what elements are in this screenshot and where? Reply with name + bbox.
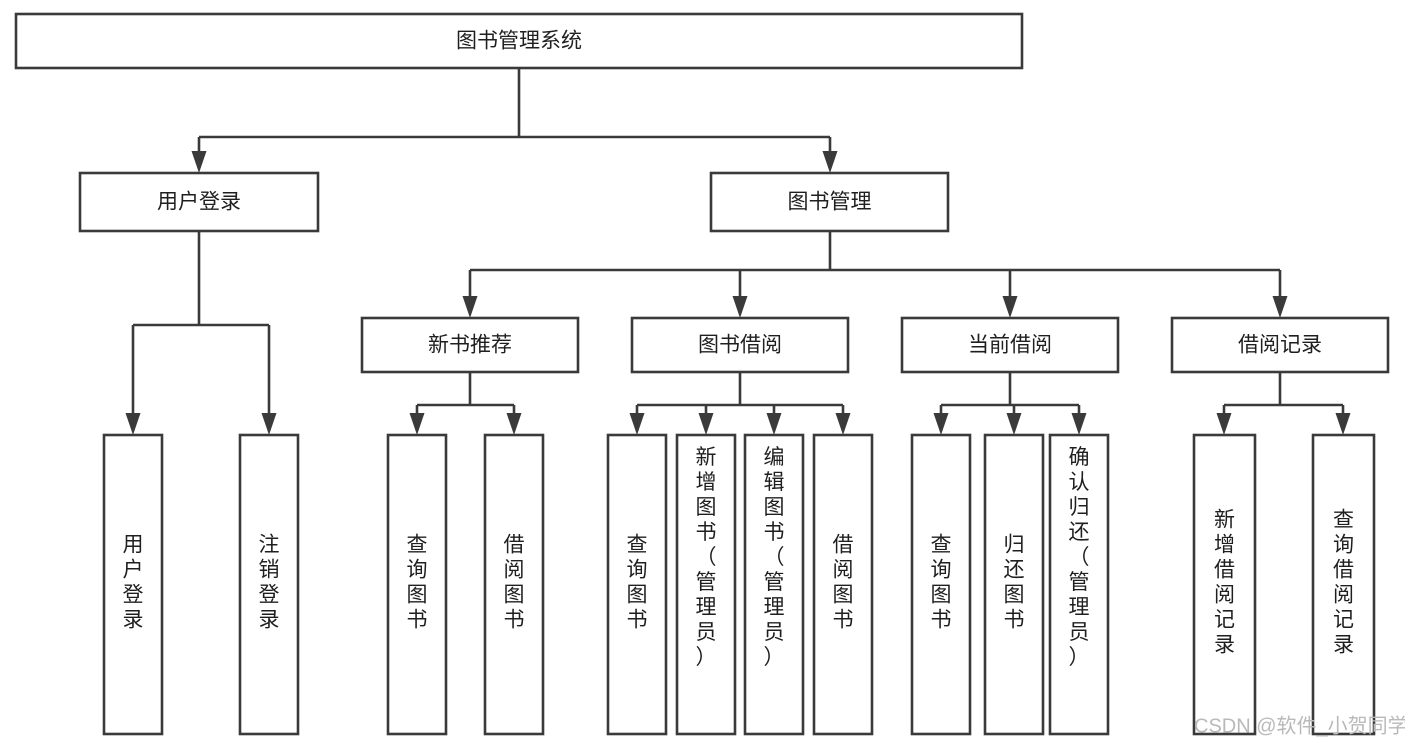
node-box-root[interactable]	[14, 12, 1024, 70]
arrow-connector-12	[766, 405, 782, 435]
node-box-leaf-rec-search[interactable]	[1311, 433, 1376, 736]
node-box-current-borrow[interactable]	[900, 316, 1120, 374]
node-label-book-borrow: 图书借阅	[698, 334, 782, 357]
node-label-leaf-borrow-add: 新增图书（管理员）	[696, 446, 717, 669]
node-label-leaf-rec-borrow: 借阅图书	[504, 534, 525, 632]
arrow-head-icon	[462, 296, 478, 318]
node-box-leaf-rec-query[interactable]	[386, 433, 448, 736]
connector-group-bus-book-manage	[470, 231, 1280, 272]
node-box-user-login[interactable]	[78, 171, 320, 233]
node-box-leaf-cur-confirm[interactable]	[1048, 433, 1110, 736]
node-box-layer	[14, 12, 1390, 736]
connector-group-bus-borrow-record	[1224, 372, 1343, 407]
arrow-connector-17	[1216, 405, 1232, 435]
connector-group-bus-root	[199, 68, 830, 139]
arrow-head-icon	[1071, 413, 1087, 435]
arrow-connector-16	[1071, 405, 1087, 435]
arrow-head-icon	[1216, 413, 1232, 435]
node-label-leaf-rec-query: 查询图书	[407, 534, 428, 632]
arrow-head-icon	[191, 151, 207, 173]
node-label-borrow-record: 借阅记录	[1238, 334, 1322, 357]
arrow-head-icon	[409, 413, 425, 435]
arrow-connector-2	[462, 270, 478, 318]
node-label-leaf-borrow-lend: 借阅图书	[833, 534, 854, 632]
node-label-leaf-cur-confirm: 确认归还（管理员）	[1069, 446, 1090, 669]
arrow-connector-13	[835, 405, 851, 435]
node-label-leaf-user-logout: 注销登录	[259, 534, 280, 632]
arrow-connector-8	[409, 405, 425, 435]
arrow-connector-0	[191, 137, 207, 173]
node-box-book-manage[interactable]	[709, 171, 950, 233]
node-box-leaf-rec-add[interactable]	[1192, 433, 1257, 736]
node-label-book-manage: 图书管理	[788, 191, 872, 214]
node-box-book-borrow[interactable]	[630, 316, 850, 374]
arrow-head-icon	[125, 413, 141, 435]
arrow-connector-4	[1002, 270, 1018, 318]
arrow-connector-11	[698, 405, 714, 435]
connector-group-bus-new-book-rec	[417, 372, 514, 407]
arrow-head-icon	[1272, 296, 1288, 318]
node-box-leaf-borrow-lend[interactable]	[812, 433, 874, 736]
node-box-leaf-rec-borrow[interactable]	[483, 433, 545, 736]
node-label-current-borrow: 当前借阅	[968, 334, 1052, 357]
arrow-head-icon	[261, 413, 277, 435]
node-box-leaf-cur-return[interactable]	[983, 433, 1045, 736]
node-label-leaf-borrow-edit: 编辑图书（管理员）	[764, 446, 785, 669]
arrow-head-icon	[1006, 413, 1022, 435]
node-label-layer: 图书管理系统用户登录图书管理新书推荐图书借阅当前借阅借阅记录用户登录注销登录查询…	[123, 30, 1355, 670]
node-label-leaf-rec-add: 新增借阅记录	[1214, 509, 1235, 657]
node-box-leaf-borrow-add[interactable]	[675, 433, 737, 736]
node-box-leaf-borrow-query[interactable]	[606, 433, 668, 736]
arrow-connector-14	[933, 405, 949, 435]
watermark-text: CSDN @软件_小贺同学	[1194, 714, 1405, 737]
node-label-user-login: 用户登录	[157, 191, 241, 214]
connector-group-bus-current-borrow	[941, 372, 1079, 407]
arrow-head-icon	[629, 413, 645, 435]
arrow-connector-18	[1335, 405, 1351, 435]
node-label-new-book-rec: 新书推荐	[428, 334, 512, 357]
arrow-head-icon	[1002, 296, 1018, 318]
arrow-connector-3	[732, 270, 748, 318]
arrow-head-icon	[698, 413, 714, 435]
node-label-leaf-cur-return: 归还图书	[1004, 534, 1025, 632]
node-label-leaf-user-login: 用户登录	[123, 534, 144, 632]
arrow-connector-1	[822, 137, 838, 173]
node-box-leaf-user-logout[interactable]	[238, 433, 300, 736]
arrow-connector-9	[506, 405, 522, 435]
arrow-connector-15	[1006, 405, 1022, 435]
node-label-leaf-cur-query: 查询图书	[931, 534, 952, 632]
node-box-new-book-rec[interactable]	[360, 316, 580, 374]
connector-group-bus-user-login	[133, 231, 269, 327]
arrow-connector-5	[1272, 270, 1288, 318]
node-box-borrow-record[interactable]	[1170, 316, 1390, 374]
connector-group-bus-book-borrow	[637, 372, 843, 407]
node-label-leaf-rec-search: 查询借阅记录	[1333, 509, 1354, 657]
arrow-head-icon	[835, 413, 851, 435]
node-box-leaf-cur-query[interactable]	[910, 433, 972, 736]
arrow-head-icon	[766, 413, 782, 435]
arrow-head-icon	[933, 413, 949, 435]
arrow-connector-10	[629, 405, 645, 435]
arrow-head-icon	[1335, 413, 1351, 435]
node-box-leaf-borrow-edit[interactable]	[743, 433, 805, 736]
arrow-connector-6	[125, 325, 141, 435]
arrow-head-icon	[732, 296, 748, 318]
node-label-leaf-borrow-query: 查询图书	[627, 534, 648, 632]
arrow-head-icon	[506, 413, 522, 435]
node-label-root: 图书管理系统	[456, 30, 582, 53]
connector-layer	[125, 68, 1351, 435]
node-box-leaf-user-login[interactable]	[102, 433, 164, 736]
arrow-connector-7	[261, 325, 277, 435]
arrow-head-icon	[822, 151, 838, 173]
